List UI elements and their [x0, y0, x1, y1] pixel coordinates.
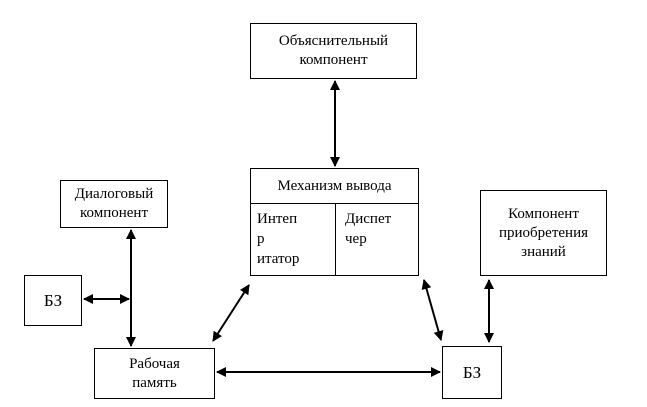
working-memory-label: Рабочая память	[129, 355, 180, 391]
inference-engine-header: Механизм вывода	[251, 169, 418, 204]
dialog-component-label: Диалоговый компонент	[74, 186, 154, 221]
knowledge-base-left-label: БЗ	[43, 291, 63, 310]
inference-divider	[335, 203, 336, 276]
arrow-working-memory-inference	[212, 284, 250, 342]
knowledge-base-left-box: БЗ	[24, 275, 82, 326]
knowledge-acquisition-label: Компонент приобретения знаний	[498, 205, 588, 260]
inference-engine-label: Механизм вывода	[277, 177, 392, 194]
arrow-inference-kb-right	[421, 279, 444, 341]
interpreter-label: Интеп р итатор	[257, 211, 300, 267]
dialog-component-box: Диалоговый компонент	[60, 180, 168, 228]
inference-engine-box: Механизм вывода Интеп р итатор Диспет че…	[250, 168, 419, 276]
working-memory-box: Рабочая память	[94, 348, 215, 399]
explanatory-component-box: Объяснительный компонент	[250, 23, 417, 79]
dispatcher-label: Диспет чер	[345, 211, 392, 247]
knowledge-base-right-label: БЗ	[462, 363, 482, 382]
explanatory-component-label: Объяснительный компонент	[278, 33, 389, 68]
knowledge-base-right-box: БЗ	[442, 346, 502, 399]
knowledge-acquisition-box: Компонент приобретения знаний	[480, 190, 607, 276]
